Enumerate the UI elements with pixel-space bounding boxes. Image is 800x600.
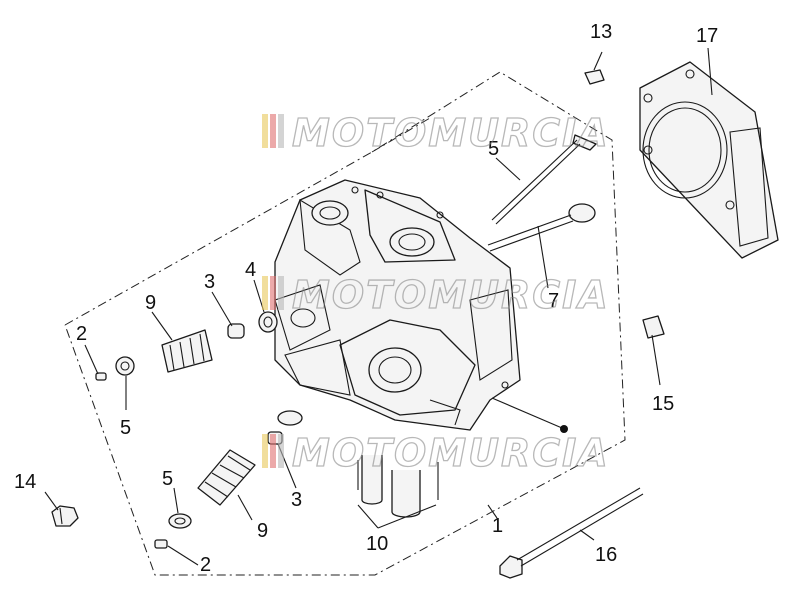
callout-14: 14 [14, 471, 36, 493]
watermark-middle: MOTOMURCIA [262, 272, 610, 318]
exhaust-valve [487, 203, 596, 252]
callout-16: 16 [595, 544, 617, 566]
callout-5-lower: 5 [162, 468, 173, 490]
callout-3-upper: 3 [204, 271, 215, 293]
spring-retainer-upper [115, 356, 135, 376]
callout-15: 15 [652, 393, 674, 415]
callout-9-lower: 9 [257, 520, 268, 542]
bushing-15 [642, 315, 665, 339]
callout-13: 13 [590, 21, 612, 43]
callouts: 1 2 2 3 3 4 5 5 5 7 9 9 10 13 14 15 16 1… [14, 21, 718, 576]
watermark-stripe [262, 114, 268, 148]
valve-spring-upper [161, 329, 213, 373]
callout-2-lower: 2 [200, 554, 211, 576]
callout-5-upper: 5 [120, 417, 131, 439]
valve-stem-seal-upper [258, 311, 278, 333]
watermark-stripe [278, 114, 284, 148]
callout-17: 17 [696, 25, 718, 47]
watermark-top: MOTOMURCIA [262, 110, 610, 156]
oil-plug [51, 505, 79, 527]
callout-7: 7 [548, 290, 559, 312]
watermark-text: MOTOMURCIA [292, 111, 610, 155]
valve-cotter-lower [154, 539, 168, 549]
watermark-stripe [278, 434, 284, 468]
watermark-stripe [270, 114, 276, 148]
callout-4: 4 [245, 259, 256, 281]
watermark-bottom: MOTOMURCIA [262, 430, 610, 476]
watermark-text: MOTOMURCIA [292, 273, 610, 317]
cap-13 [584, 69, 605, 85]
watermark-stripe [270, 276, 276, 310]
callout-5-top: 5 [488, 138, 499, 160]
valve-spring-seat-upper [227, 323, 245, 339]
stud-bolt [499, 487, 644, 579]
leader-lines [44, 47, 713, 566]
valve-cotter-upper [95, 372, 107, 381]
spring-retainer-lower [168, 513, 192, 529]
intake-valve [491, 134, 597, 225]
valve-spring-lower [197, 449, 256, 506]
callout-1: 1 [492, 515, 503, 537]
callout-10: 10 [366, 533, 388, 555]
watermark-stripe [262, 434, 268, 468]
callout-9-upper: 9 [145, 292, 156, 314]
watermark-stripe [270, 434, 276, 468]
callout-3-lower: 3 [291, 489, 302, 511]
reference-dot [560, 425, 568, 433]
spring-washer-lower [277, 410, 303, 426]
watermark-stripe [262, 276, 268, 310]
cylinder-head [274, 179, 521, 431]
watermark-text: MOTOMURCIA [292, 431, 610, 475]
watermark-stripe [278, 276, 284, 310]
callout-2-upper: 2 [76, 323, 87, 345]
assembly-boundary [64, 71, 626, 576]
head-gasket [639, 61, 779, 259]
